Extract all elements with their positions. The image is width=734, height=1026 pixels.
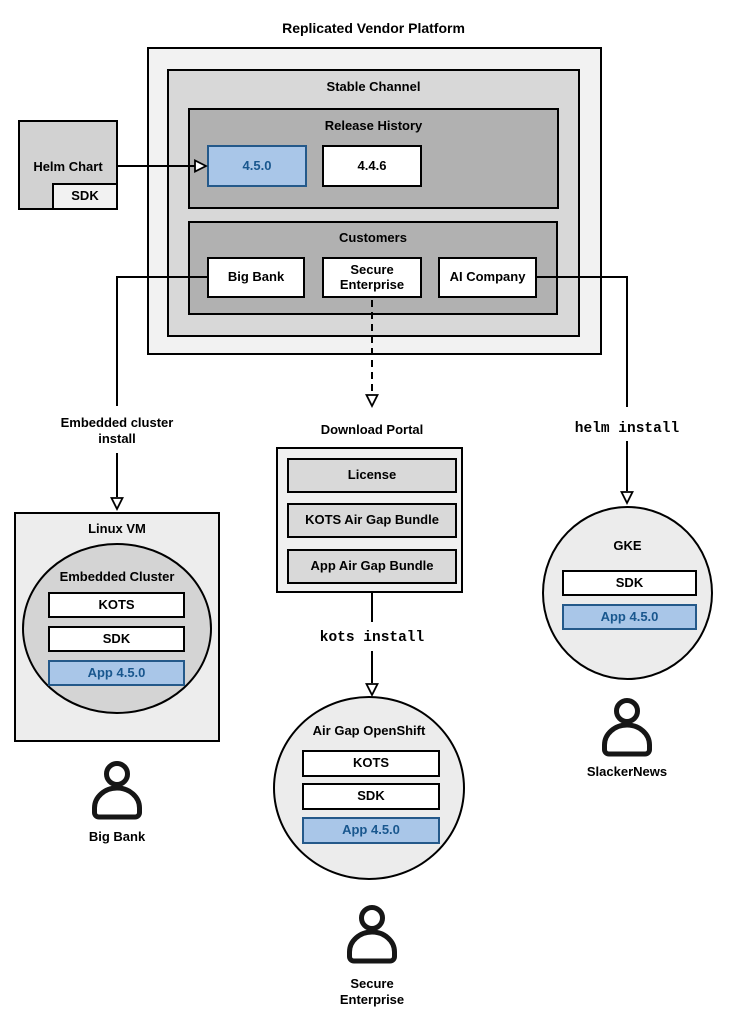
airgap-sdk-box: SDK bbox=[302, 783, 440, 810]
release-history-label: Release History bbox=[324, 118, 423, 133]
gke-app-box: App 4.5.0 bbox=[562, 604, 697, 630]
download-portal-label: Download Portal bbox=[320, 422, 424, 437]
release-446-box: 4.4.6 bbox=[322, 145, 422, 187]
portal-app-bundle-box: App Air Gap Bundle bbox=[287, 549, 457, 584]
helm-chart-label: Helm Chart bbox=[33, 159, 103, 174]
kots-install-arrowhead bbox=[365, 683, 379, 698]
linux-vm-label: Linux VM bbox=[88, 521, 146, 536]
secure-enterprise-person-icon bbox=[347, 905, 397, 964]
airgap-openshift-label: Air Gap OpenShift bbox=[312, 723, 426, 738]
embedded-sdk-box: SDK bbox=[48, 626, 185, 652]
big-bank-persona-label: Big Bank bbox=[88, 829, 146, 844]
customer-secure-enterprise-box: Secure Enterprise bbox=[322, 257, 422, 298]
embedded-install-label: Embedded cluster install bbox=[60, 415, 174, 447]
secure-enterprise-persona-label: Secure Enterprise bbox=[339, 976, 405, 1008]
gke-sdk-box: SDK bbox=[562, 570, 697, 596]
diagram-title: Replicated Vendor Platform bbox=[282, 20, 465, 36]
release-450-box: 4.5.0 bbox=[207, 145, 307, 187]
slackernews-persona-label: SlackerNews bbox=[586, 764, 668, 779]
kots-install-label: kots install bbox=[319, 630, 425, 646]
portal-license-box: License bbox=[287, 458, 457, 493]
airgap-kots-box: KOTS bbox=[302, 750, 440, 777]
customer-ai-company-box: AI Company bbox=[438, 257, 537, 298]
customers-label: Customers bbox=[339, 230, 407, 245]
embedded-app-box: App 4.5.0 bbox=[48, 660, 185, 686]
big-bank-arrowhead bbox=[110, 497, 124, 512]
secure-enterprise-arrowhead bbox=[365, 394, 379, 409]
ai-company-arrowhead bbox=[620, 491, 634, 506]
helm-install-label: helm install bbox=[574, 421, 680, 437]
big-bank-person-icon bbox=[92, 761, 142, 820]
stable-channel-label: Stable Channel bbox=[326, 79, 421, 94]
airgap-app-box: App 4.5.0 bbox=[302, 817, 440, 844]
embedded-cluster-label: Embedded Cluster bbox=[59, 569, 175, 584]
embedded-kots-box: KOTS bbox=[48, 592, 185, 618]
customer-big-bank-box: Big Bank bbox=[207, 257, 305, 298]
portal-kots-bundle-box: KOTS Air Gap Bundle bbox=[287, 503, 457, 538]
helm-sdk-box: SDK bbox=[52, 183, 118, 210]
slackernews-person-icon bbox=[602, 698, 652, 757]
gke-label: GKE bbox=[613, 538, 642, 553]
